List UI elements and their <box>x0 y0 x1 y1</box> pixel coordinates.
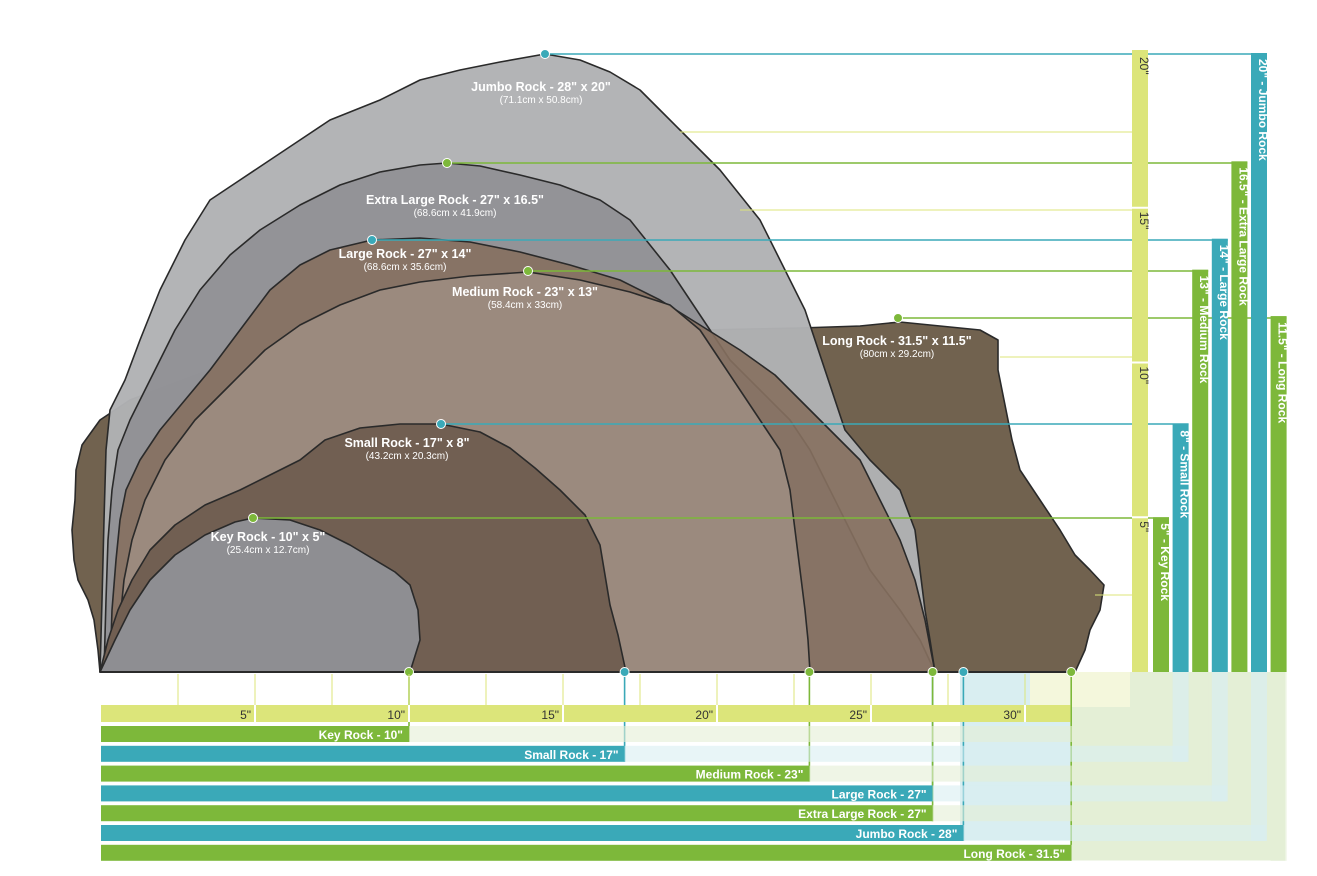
v-ruler-tick-label: 5" <box>1137 521 1151 532</box>
jumbo-base-marker <box>958 667 969 677</box>
h-ruler-tick-label: 15" <box>541 708 559 722</box>
height-bar-extension <box>1153 672 1169 742</box>
small-top-marker <box>436 419 446 429</box>
width-bar-extension <box>809 765 1207 782</box>
small-rock-metric: (43.2cm x 20.3cm) <box>366 451 449 462</box>
small-rock-title: Small Rock - 17" x 8" <box>344 436 469 450</box>
height-bars: 5" - Key Rock 8" - Small Rock 13" - Medium… <box>1153 53 1290 861</box>
height-bar-extension <box>1192 672 1209 782</box>
height-bar <box>1231 161 1248 672</box>
width-bar-extension <box>409 726 1168 742</box>
rock-shapes <box>71 53 1105 673</box>
h-ruler-tick-label: 20" <box>695 708 713 722</box>
width-bar <box>101 844 1072 861</box>
small-base-marker <box>619 667 630 677</box>
width-bar-label: Extra Large Rock - 27" <box>798 807 926 821</box>
width-bar-label: Large Rock - 27" <box>832 787 927 801</box>
height-bar <box>1153 517 1169 672</box>
height-bar <box>1251 53 1267 672</box>
key-rock-shape <box>99 517 421 673</box>
large-top-marker <box>367 235 377 245</box>
long-base-marker <box>1066 667 1077 677</box>
height-bar <box>1172 424 1189 672</box>
large-rock-title: Large Rock - 27" x 14" <box>339 247 472 261</box>
medium-base-marker <box>804 667 815 677</box>
h-ruler-tick-label: 25" <box>849 708 867 722</box>
width-bar-label: Key Rock - 10" <box>319 728 403 742</box>
width-bar-label: Medium Rock - 23" <box>696 768 804 782</box>
v-ruler-tick-label: 15" <box>1137 212 1151 230</box>
h-ruler-tick-label: 5" <box>240 708 251 722</box>
large-rock-metric: (68.6cm x 35.6cm) <box>364 262 447 273</box>
width-bar-extension <box>1071 844 1285 861</box>
height-bar-label: 8" - Small Rock <box>1178 430 1192 518</box>
height-guides <box>680 131 1132 596</box>
height-bar <box>1192 269 1209 672</box>
horizontal-ruler: 5" 10" 15" 20" 25" 30" <box>101 674 1071 722</box>
v-ruler-tick-label: 10" <box>1137 367 1151 385</box>
xl-rock-title: Extra Large Rock - 27" x 16.5" <box>366 193 544 207</box>
long-rock-title: Long Rock - 31.5" x 11.5" <box>822 334 971 348</box>
key-top-marker <box>248 513 258 523</box>
height-bar-extension <box>1251 672 1267 841</box>
h-ruler-tick-label: 30" <box>1003 708 1021 722</box>
h-ruler-band <box>101 705 1071 722</box>
height-bar <box>1211 238 1228 672</box>
leader-lines <box>248 49 1287 861</box>
height-bar-label: 16.5" - Extra Large Rock <box>1236 167 1250 306</box>
jumbo-top-marker <box>540 49 550 59</box>
jumbo-rock-title: Jumbo Rock - 28" x 20" <box>471 80 611 94</box>
width-bar-extension <box>624 745 1188 762</box>
height-bar-label: 13" - Medium Rock <box>1197 276 1211 384</box>
height-bar-label: 14" - Large Rock <box>1217 245 1231 340</box>
width-bar-label: Long Rock - 31.5" <box>963 847 1065 861</box>
width-bar <box>101 726 409 742</box>
width-bar <box>101 745 625 762</box>
xl-top-marker <box>442 158 452 168</box>
width-bar-extension <box>932 785 1227 802</box>
long-top-marker <box>893 313 903 323</box>
bottom-tint-lime <box>1030 672 1130 707</box>
width-bar <box>101 765 810 782</box>
long-rock-metric: (80cm x 29.2cm) <box>860 349 934 360</box>
width-bar <box>101 825 964 841</box>
xl-rock-metric: (68.6cm x 41.9cm) <box>414 208 497 219</box>
width-bar <box>101 805 933 822</box>
height-bar-extension <box>1270 672 1287 861</box>
medium-rock-metric: (58.4cm x 33cm) <box>488 300 562 311</box>
vertical-ruler: 20" 15" 10" 5" <box>1132 50 1151 672</box>
height-bar-label: 20" - Jumbo Rock <box>1256 59 1270 161</box>
width-bar-extension <box>963 825 1266 841</box>
width-bar-extension <box>932 805 1246 822</box>
rock-labels: Jumbo Rock - 28" x 20"(71.1cm x 50.8cm) E… <box>211 80 972 556</box>
height-bar-extension <box>1231 672 1248 822</box>
v-ruler-tick-label: 20" <box>1137 57 1151 75</box>
height-bar-label: 11.5" - Long Rock <box>1276 322 1290 423</box>
height-bar-label: 5" - Key Rock <box>1158 523 1172 601</box>
height-bar-extension <box>1172 672 1189 762</box>
width-bar-label: Jumbo Rock - 28" <box>856 827 958 841</box>
v-ruler-band <box>1132 50 1148 672</box>
width-bars: Key Rock - 10" Small Rock - 17" Medium Roc… <box>101 726 1285 861</box>
key-rock-metric: (25.4cm x 12.7cm) <box>227 545 310 556</box>
height-bar-extension <box>1211 672 1228 802</box>
medium-top-marker <box>523 266 533 276</box>
medium-rock-title: Medium Rock - 23" x 13" <box>452 285 598 299</box>
jumbo-rock-metric: (71.1cm x 50.8cm) <box>500 95 583 106</box>
xl-base-marker <box>927 667 938 677</box>
width-bar-label: Small Rock - 17" <box>524 748 618 762</box>
width-bar <box>101 785 933 802</box>
key-rock-title: Key Rock - 10" x 5" <box>211 530 326 544</box>
h-ruler-tick-label: 10" <box>387 708 405 722</box>
height-bar <box>1270 316 1287 672</box>
